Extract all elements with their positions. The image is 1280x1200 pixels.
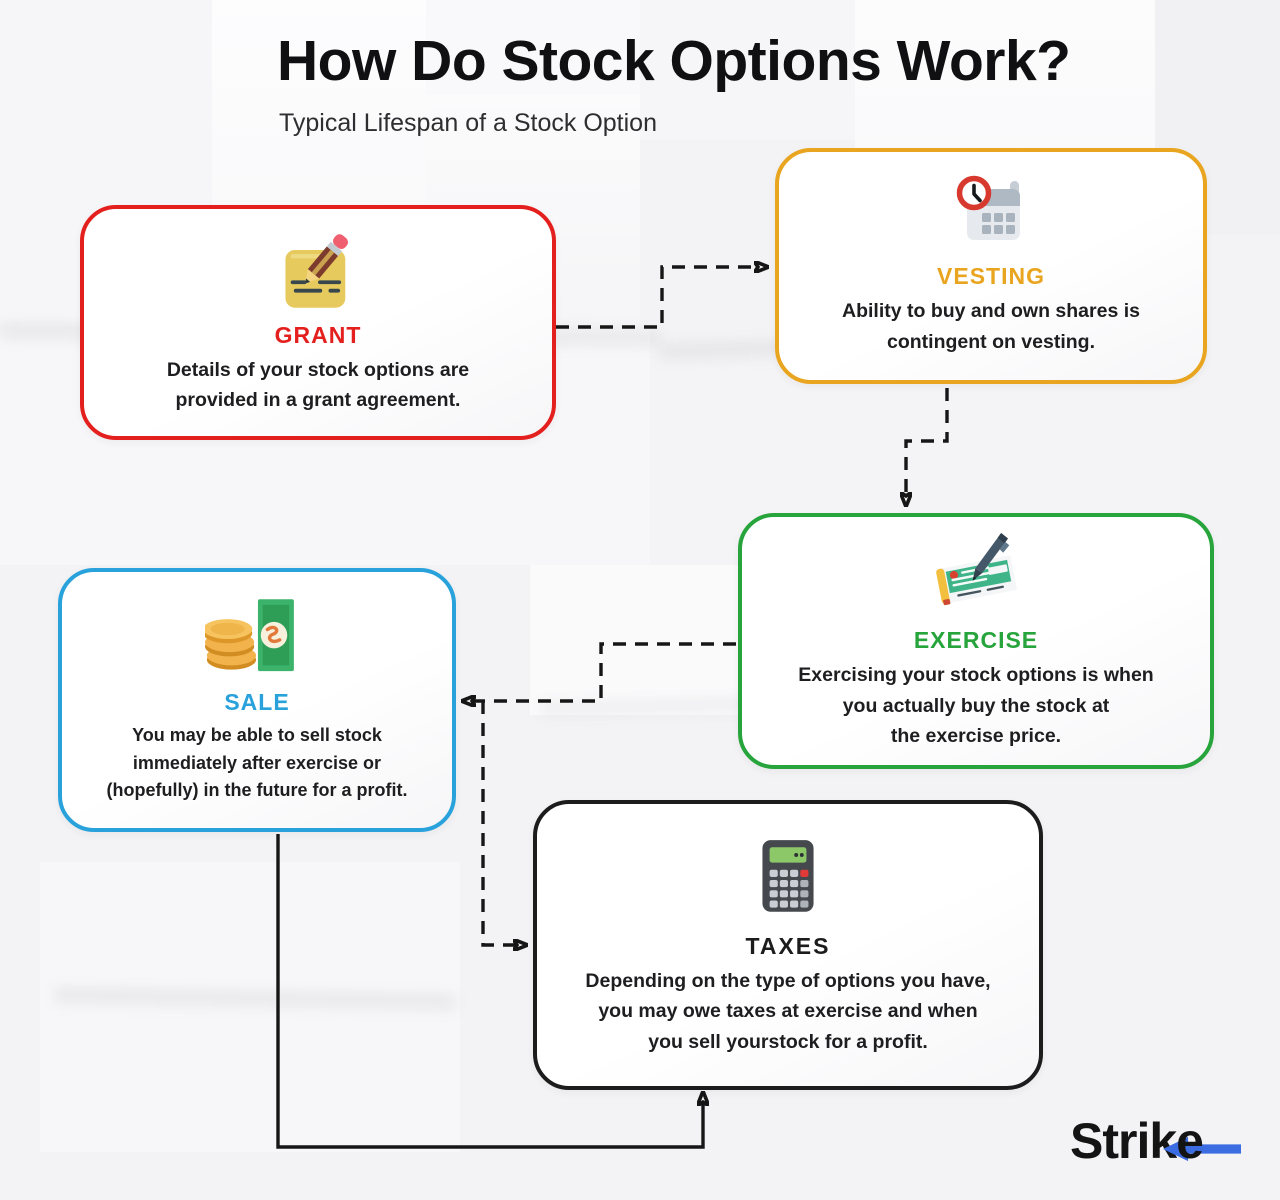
- step-card-grant: GRANT Details of your stock options are …: [80, 205, 556, 440]
- grant-pencil-note-icon: [285, 233, 349, 308]
- step-description-sale: You may be able to sell stock immediatel…: [106, 724, 408, 801]
- step-card-exercise: EXERCISE Exercising your stock options i…: [738, 513, 1214, 769]
- step-card-sale: SALE You may be able to sell stock immed…: [58, 568, 456, 832]
- vesting-calendar-clock-icon: [956, 176, 1020, 241]
- page-title: How Do Stock Options Work?: [277, 29, 1071, 93]
- step-description-taxes: Depending on the type of options you hav…: [585, 970, 991, 1053]
- exercise-cheque-pen-icon: [936, 533, 1017, 606]
- sale-coins-banknote-icon: [205, 598, 294, 671]
- header: How Do Stock Options Work? Typical Lifes…: [277, 29, 1071, 138]
- step-description-grant: Details of your stock options are provid…: [166, 358, 470, 411]
- step-title-exercise: EXERCISE: [913, 627, 1039, 654]
- step-title-vesting: VESTING: [937, 263, 1045, 290]
- strike-logo-text-left: Strik: [1070, 1113, 1177, 1169]
- step-title-grant: GRANT: [274, 321, 362, 348]
- step-description-vesting: Ability to buy and own shares is conting…: [842, 300, 1140, 353]
- connector-vesting-to-exercise: [906, 388, 949, 494]
- strike-logo-arrow-icon: [1163, 1136, 1241, 1162]
- step-title-taxes: TAXES: [745, 933, 831, 960]
- step-description-exercise: Exercising your stock options is when yo…: [798, 664, 1154, 747]
- strike-logo: Strike: [1070, 1112, 1241, 1170]
- step-title-sale: SALE: [224, 688, 290, 715]
- connector-exercise-to-sale: [474, 642, 736, 701]
- step-card-vesting: VESTING Ability to buy and own shares is…: [775, 148, 1207, 384]
- connector-grant-to-vesting: [556, 267, 756, 329]
- step-card-taxes: TAXES Depending on the type of options y…: [533, 800, 1043, 1090]
- connector-branch-to-taxes: [481, 701, 515, 945]
- strike-logo-text-right: e: [1176, 1113, 1204, 1169]
- page-subtitle: Typical Lifespan of a Stock Option: [279, 108, 657, 137]
- taxes-calculator-icon: [762, 840, 814, 912]
